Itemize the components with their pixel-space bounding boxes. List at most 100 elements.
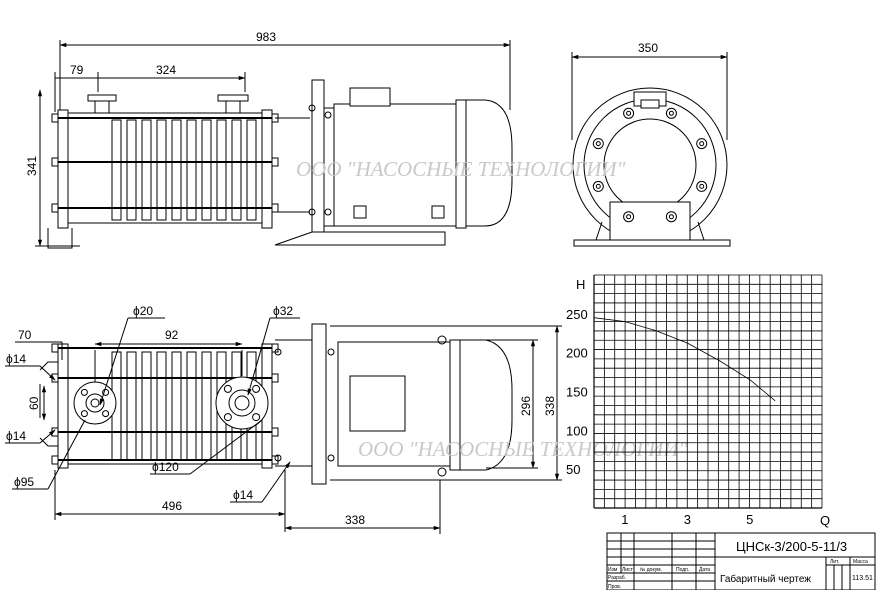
stage-section [186, 351, 197, 461]
x-axis-label: Q [820, 513, 830, 528]
bolt [665, 211, 677, 223]
flange-bolt-hole [223, 413, 232, 422]
dim-phi14-a: ϕ14 [6, 352, 26, 366]
bolt-hole [668, 110, 674, 116]
flange-bolt-hole [252, 413, 261, 422]
flange-bolt-hole [102, 410, 110, 418]
bolt-hole [699, 141, 705, 147]
series-line-h-q [593, 317, 776, 402]
bolt [623, 211, 635, 223]
dim-92: 92 [165, 328, 179, 342]
dim-phi20: ϕ20 [133, 304, 153, 318]
dim-350: 350 [638, 41, 658, 55]
tb-row-razrab: Разраб. [608, 575, 626, 581]
nut [51, 113, 59, 123]
dim-phi95: ϕ95 [14, 475, 34, 489]
stage-section [111, 119, 122, 221]
tb-doc-name: Габаритный чертеж [720, 573, 811, 585]
nut [51, 455, 59, 465]
stage-section [186, 119, 197, 221]
stage-section [156, 351, 167, 461]
x-tick-label: 3 [684, 512, 691, 527]
stage-section [201, 351, 212, 461]
dim-338-bottom: 338 [345, 513, 365, 527]
tb-massa: Масса [853, 559, 868, 565]
bolt [665, 107, 677, 119]
nut [271, 203, 279, 213]
dim-338-side: 338 [543, 396, 557, 416]
tb-col-list: Лист [622, 567, 634, 573]
stage-section [201, 119, 212, 221]
bolt-hole [668, 214, 674, 220]
watermark-top: ООО "НАСОСНЫЕ ТЕХНОЛОГИИ" [296, 157, 626, 181]
stage-section [231, 119, 242, 221]
bolt-hole [626, 214, 632, 220]
stage-section [126, 351, 137, 461]
dim-983: 983 [256, 30, 276, 44]
nut [51, 343, 59, 353]
bolt [592, 138, 604, 150]
y-tick-label: 200 [566, 346, 588, 361]
watermark-bottom: ООО "НАСОСНЫЕ ТЕХНОЛОГИИ" [358, 437, 688, 461]
stage-section [156, 119, 167, 221]
bolt [592, 180, 604, 192]
dim-341: 341 [25, 156, 39, 176]
bolt-hole [699, 183, 705, 189]
end-view: 350 [571, 41, 731, 247]
tb-designation: ЦНСк-3/200-5-11/3 [736, 539, 847, 554]
y-axis-label: H [576, 277, 585, 292]
dim-496: 496 [162, 499, 182, 513]
dim-phi120: ϕ120 [152, 460, 179, 474]
stage-section [171, 119, 182, 221]
stage-section [246, 119, 257, 221]
nut [271, 427, 279, 437]
side-view: 983 79 324 341 [25, 30, 513, 249]
stage-section [141, 119, 152, 221]
stage-section [141, 351, 152, 461]
y-tick-label: 150 [566, 385, 588, 400]
dim-phi14-b: ϕ14 [6, 429, 26, 443]
nut [271, 157, 279, 167]
stage-section [216, 119, 227, 221]
tb-col-sign: Подп. [676, 567, 689, 573]
performance-chart: 50 100 150 200 250 1 3 5 H Q [566, 274, 830, 528]
dim-phi14-c: ϕ14 [233, 488, 253, 502]
nut [271, 455, 279, 465]
bolt-hole [595, 183, 601, 189]
tb-col-doc: № докум. [640, 567, 662, 573]
bolt-hole [626, 110, 632, 116]
x-tick-label: 5 [746, 512, 753, 527]
y-tick-label: 250 [566, 307, 588, 322]
nut [271, 373, 279, 383]
y-tick-label: 100 [566, 423, 588, 438]
dim-324: 324 [156, 63, 176, 77]
flange-bolt-hole [223, 384, 232, 393]
tb-col-izm: Изм [608, 567, 618, 573]
dim-70: 70 [18, 328, 32, 342]
stage-section [126, 119, 137, 221]
dim-60: 60 [27, 396, 41, 410]
flange-bolt-hole [80, 388, 88, 396]
dim-296: 296 [519, 396, 533, 416]
flange-bolt-hole [252, 384, 261, 393]
plan-view: 496 338 296 338 70 ϕ14 60 ϕ14 ϕ95 ϕ [5, 304, 562, 534]
nut [51, 203, 59, 213]
stage-section [171, 351, 182, 461]
bolt [696, 138, 708, 150]
nut [51, 157, 59, 167]
dim-79: 79 [70, 63, 84, 77]
flange-bolt-hole [80, 410, 88, 418]
bolt-hole [595, 141, 601, 147]
bolt [696, 180, 708, 192]
tb-mass: 113.51 [852, 575, 873, 582]
tb-lit: Лит. [830, 559, 839, 565]
tb-col-date: Дата [699, 567, 710, 573]
title-block: ЦНСк-3/200-5-11/3 Габаритный чертеж 113.… [606, 532, 876, 590]
y-tick-label: 50 [566, 462, 580, 477]
tb-row-prov: Пров. [608, 584, 621, 590]
dim-phi32: ϕ32 [273, 304, 293, 318]
x-tick-label: 1 [621, 512, 628, 527]
bolt [623, 107, 635, 119]
